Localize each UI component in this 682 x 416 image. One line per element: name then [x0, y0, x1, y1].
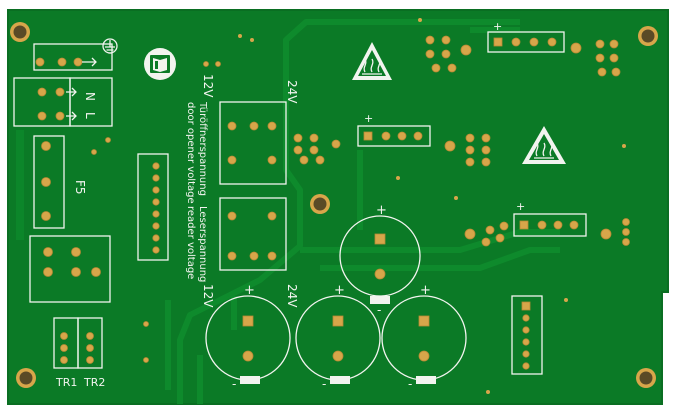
hot-surface-warning-icon	[522, 126, 566, 164]
plus-sign: +	[493, 20, 502, 33]
pcb-board	[7, 9, 669, 405]
capacitor-bottom-1	[205, 295, 291, 384]
regulator-header-middle	[357, 125, 431, 147]
label-door-de: Türöffnerspannung	[197, 101, 208, 196]
mounting-holes	[10, 22, 658, 388]
capacitor-bottom-3	[381, 295, 467, 384]
read-manual-icon	[144, 48, 176, 80]
label-tr1: TR1	[55, 376, 77, 389]
label-12v-bottom: 12V	[201, 284, 215, 308]
minus-sign: -	[408, 377, 412, 391]
label-l: L	[83, 112, 97, 119]
transistor-footprints	[53, 317, 103, 369]
fuse-f5	[33, 135, 65, 229]
plus-sign: +	[420, 283, 431, 298]
label-reader-en: reader voltage	[185, 206, 196, 279]
label-door-en: door opener voltage	[185, 102, 196, 204]
label-tr2: TR2	[83, 376, 105, 389]
plus-sign: +	[376, 203, 387, 218]
protective-earth-icon	[102, 38, 118, 54]
pin-header-left	[137, 153, 169, 261]
plus-sign: +	[516, 200, 525, 213]
regulator-header-top	[487, 31, 565, 53]
pin-header-right	[511, 295, 543, 375]
mains-connector	[13, 43, 113, 127]
minus-sign: -	[322, 377, 326, 391]
regulator-header-right	[513, 213, 587, 237]
plus-sign: +	[334, 283, 345, 298]
vias	[238, 18, 626, 394]
minus-sign: -	[377, 303, 381, 317]
label-24v-bottom: 24V	[285, 284, 299, 308]
board-id-strip	[16, 130, 24, 240]
pad-clusters	[91, 35, 630, 363]
plus-sign: +	[244, 283, 255, 298]
label-reader-de: Leserspannung	[197, 206, 208, 282]
plus-sign: +	[364, 112, 373, 125]
capacitor-bottom-2	[295, 295, 381, 384]
copper-traces	[165, 19, 560, 404]
label-n: N	[83, 92, 97, 101]
label-f5: F5	[73, 180, 87, 195]
jumper-door-voltage	[219, 101, 287, 185]
capacitor-middle	[339, 215, 421, 304]
minus-sign: -	[232, 377, 236, 391]
hot-surface-warning-icon	[352, 42, 392, 80]
jumper-reader-voltage	[219, 197, 287, 271]
label-12v-top: 12V	[201, 74, 215, 98]
label-24v-top: 24V	[285, 80, 299, 104]
transformer-footprint	[29, 235, 111, 303]
